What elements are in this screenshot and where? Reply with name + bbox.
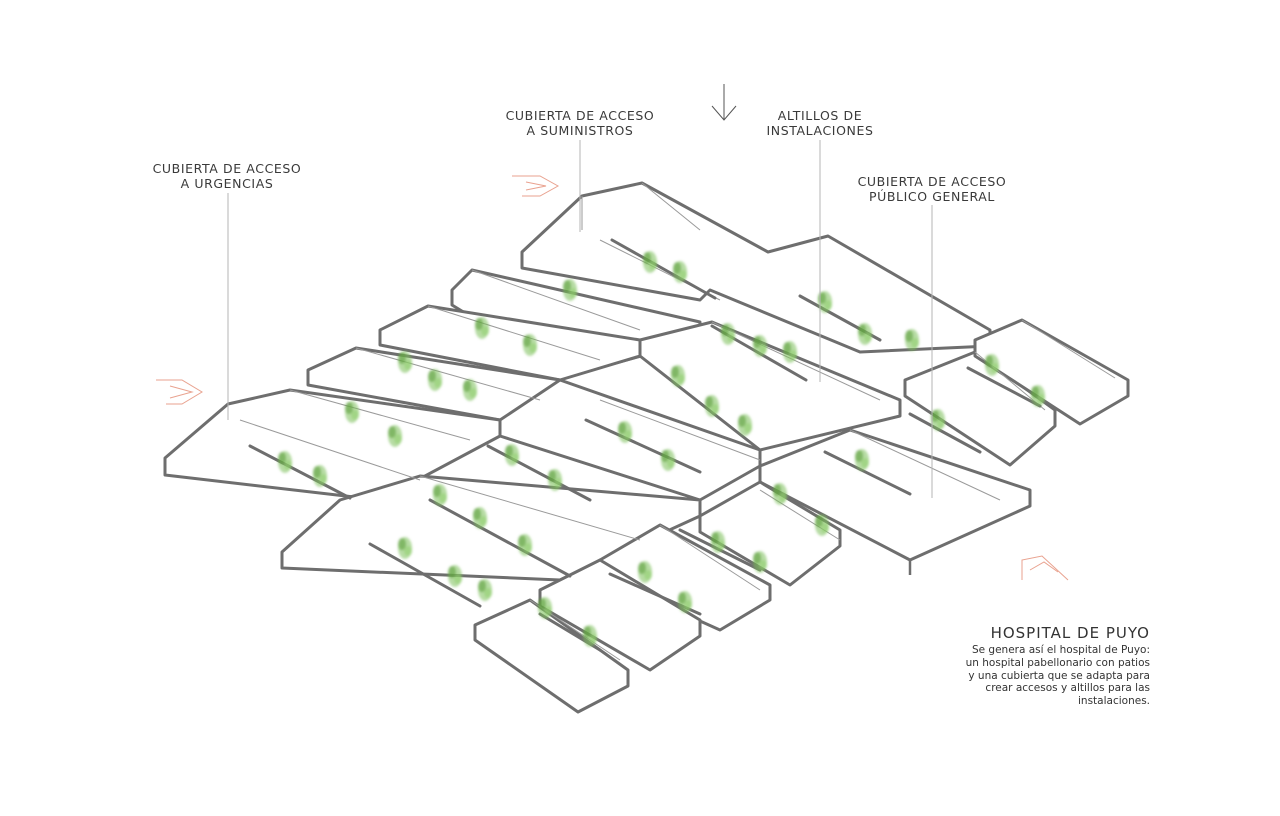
label-urgencias: CUBIERTA DE ACCESO A URGENCIAS (152, 161, 302, 191)
info-block: HOSPITAL DE PUYO Se genera así el hospit… (966, 624, 1150, 708)
label-altillos-line2: INSTALACIONES (766, 123, 874, 138)
entry-arrow-icon (512, 175, 560, 197)
info-line: crear accesos y altillos para las (985, 682, 1150, 695)
label-altillos-line1: ALTILLOS DE (777, 108, 863, 123)
label-altillos: ALTILLOS DE INSTALACIONES (745, 108, 895, 138)
label-urgencias-line1: CUBIERTA DE ACCESO (152, 161, 302, 176)
label-suministros: CUBIERTA DE ACCESO A SUMINISTROS (505, 108, 655, 138)
label-suministros-line1: CUBIERTA DE ACCESO (505, 108, 655, 123)
info-description: Se genera así el hospital de Puyo: un ho… (966, 644, 1150, 708)
info-title: HOSPITAL DE PUYO (990, 624, 1150, 642)
label-publico-line1: CUBIERTA DE ACCESO (857, 174, 1007, 189)
label-publico: CUBIERTA DE ACCESO PÚBLICO GENERAL (857, 174, 1007, 204)
info-line: Se genera así el hospital de Puyo: (971, 644, 1150, 656)
pavilion-10 (698, 480, 842, 587)
label-urgencias-line2: A URGENCIAS (180, 176, 274, 191)
info-line: y una cubierta que se adapta para (968, 669, 1150, 682)
entry-arrow-icon (156, 379, 203, 405)
label-publico-line2: PÚBLICO GENERAL (869, 189, 995, 204)
leader-lines (227, 140, 933, 498)
info-line: instalaciones. (1078, 695, 1150, 708)
label-suministros-line2: A SUMINISTROS (526, 123, 634, 138)
info-line: un hospital pabellonario con patios (965, 656, 1150, 669)
arrow-down-icon (711, 84, 737, 121)
entry-arrow-icon (1021, 555, 1069, 581)
